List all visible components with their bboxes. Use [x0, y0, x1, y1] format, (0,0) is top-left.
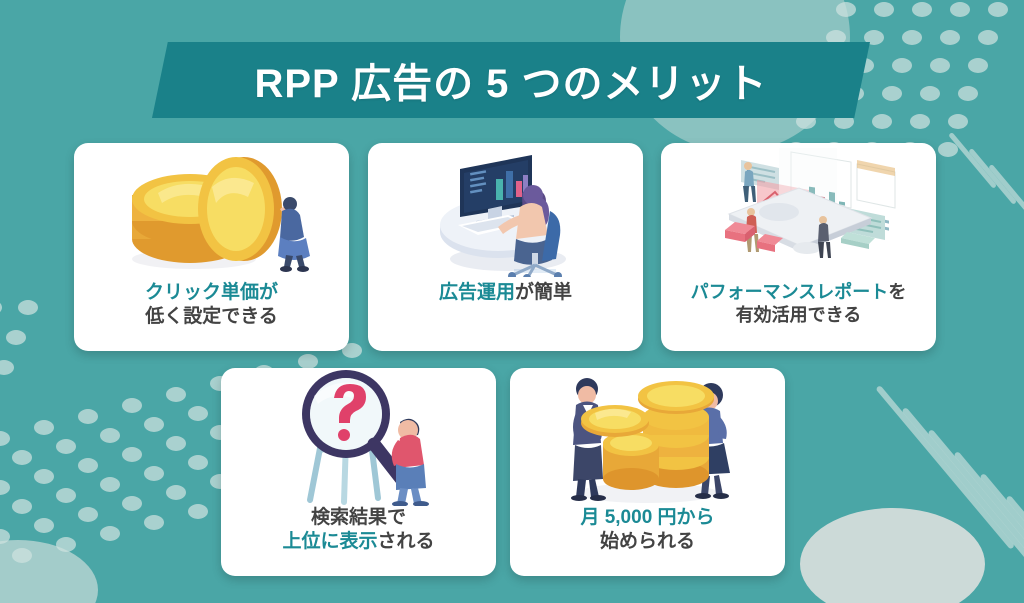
decorative-dot — [6, 330, 26, 345]
card-4-rest: される — [377, 531, 435, 553]
decorative-dot — [122, 496, 142, 511]
laptop-dashboard-report-icon — [661, 143, 936, 281]
benefit-card-3[interactable]: パフォーマンスレポートを 有効活用できる — [661, 143, 936, 351]
decorative-dot — [978, 30, 998, 45]
benefit-card-2[interactable]: 広告運用が簡単 — [368, 143, 643, 351]
card-3-line2: 有効活用できる — [735, 305, 862, 326]
decorative-dot — [34, 420, 54, 435]
decorative-dot — [0, 480, 10, 495]
decorative-dot — [958, 86, 978, 101]
decorative-stripe — [953, 451, 1024, 603]
decorative-dot — [910, 114, 930, 129]
decorative-dot — [188, 504, 208, 519]
decorative-dot — [122, 447, 142, 462]
card-5-highlight: 月 5,000 円から — [580, 507, 715, 528]
decorative-dot — [938, 142, 958, 157]
decorative-dot — [122, 398, 142, 413]
decorative-dot — [144, 417, 164, 432]
decorative-stripe — [875, 385, 1015, 550]
decorative-dot — [912, 2, 932, 17]
decorative-dot — [56, 439, 76, 454]
decorative-ellipse-bottom-left — [0, 540, 98, 603]
decorative-dot — [950, 2, 970, 17]
card-3-rest: を — [888, 282, 907, 302]
decorative-dot — [78, 409, 98, 424]
decorative-dot — [188, 455, 208, 470]
benefit-card-1[interactable]: クリック単価が 低く設定できる — [74, 143, 349, 351]
magnifying-glass-question-mark-icon — [221, 368, 496, 506]
decorative-dot — [902, 30, 922, 45]
card-3-caption: パフォーマンスレポートを 有効活用できる — [661, 281, 936, 327]
card-4-caption: 検索結果で 上位に表示される — [221, 506, 496, 555]
benefit-card-4[interactable]: 検索結果で 上位に表示される — [221, 368, 496, 576]
decorative-dot — [0, 529, 10, 544]
page-title: RPP 広告の 5 つのメリット — [254, 62, 768, 106]
decorative-dot — [166, 387, 186, 402]
decorative-stripe — [948, 132, 997, 189]
decorative-dot — [298, 354, 318, 369]
decorative-stripe — [1005, 495, 1024, 603]
decorative-dot — [56, 537, 76, 552]
decorative-dot — [188, 406, 208, 421]
person-at-desktop-computer-icon — [368, 143, 643, 281]
decorative-dot — [166, 436, 186, 451]
decorative-dot — [100, 477, 120, 492]
decorative-dot — [144, 515, 164, 530]
decorative-dot — [34, 469, 54, 484]
decorative-dot — [882, 86, 902, 101]
decorative-dot — [56, 488, 76, 503]
decorative-dot — [12, 450, 32, 465]
decorative-dot — [940, 30, 960, 45]
decorative-stripe — [988, 164, 1024, 221]
decorative-dot — [78, 507, 98, 522]
decorative-dot — [144, 466, 164, 481]
decorative-dot — [892, 58, 912, 73]
decorative-dot — [18, 300, 38, 315]
decorative-dot — [12, 499, 32, 514]
benefit-card-5[interactable]: 月 5,000 円から 始められる — [510, 368, 785, 576]
decorative-dot — [78, 458, 98, 473]
card-2-highlight: 広告運用 — [438, 282, 515, 303]
decorative-dot — [0, 300, 2, 315]
card-5-line2: 始められる — [599, 531, 695, 553]
decorative-ellipse-bottom-right — [800, 508, 985, 603]
decorative-stripe — [968, 148, 1017, 205]
card-1-highlight: クリック単価が — [144, 282, 278, 303]
decorative-dot — [988, 2, 1008, 17]
decorative-dot — [100, 526, 120, 541]
gold-coins-with-person-icon — [74, 143, 349, 281]
title-banner: RPP 広告の 5 つのメリット — [152, 42, 870, 118]
decorative-dot — [872, 114, 892, 129]
decorative-dot — [100, 428, 120, 443]
decorative-dot — [948, 114, 968, 129]
decorative-dot — [12, 548, 32, 563]
coin-stacks-with-two-people-icon — [510, 368, 785, 506]
decorative-dot — [874, 2, 894, 17]
decorative-dot — [34, 518, 54, 533]
card-2-rest: が簡単 — [515, 282, 573, 303]
card-1-caption: クリック単価が 低く設定できる — [74, 281, 349, 330]
card-3-highlight: パフォーマンスレポート — [690, 282, 889, 302]
card-2-caption: 広告運用が簡単 — [368, 281, 643, 305]
card-1-line2: 低く設定できる — [145, 306, 278, 328]
card-4-highlight: 上位に表示 — [282, 531, 378, 553]
decorative-stripe — [901, 407, 1024, 572]
decorative-dot — [0, 431, 10, 446]
card-4-line1: 検索結果で — [310, 507, 406, 528]
decorative-dot — [0, 360, 14, 375]
decorative-dot — [968, 58, 988, 73]
decorative-stripe — [927, 429, 1024, 594]
decorative-stripe — [979, 473, 1024, 603]
decorative-dot — [166, 485, 186, 500]
decorative-dot — [920, 86, 940, 101]
decorative-dot — [836, 2, 856, 17]
card-5-caption: 月 5,000 円から 始められる — [510, 506, 785, 555]
decorative-dot — [930, 58, 950, 73]
